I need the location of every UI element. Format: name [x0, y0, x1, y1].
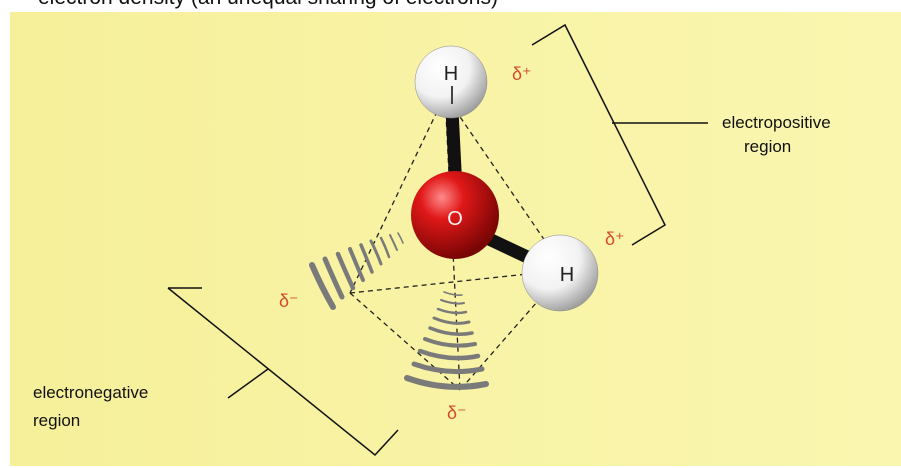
electronegative-pointer [227, 368, 269, 399]
hydrogen-atom-top [414, 45, 488, 119]
electropositive-region-label: region [744, 137, 791, 156]
delta-plus-top: δ⁺ [512, 64, 532, 84]
hydrogen-atom-right [521, 234, 599, 312]
oxygen-label: O [447, 208, 463, 230]
electropositive-bracket [531, 23, 666, 246]
delta-plus-right: δ⁺ [605, 229, 625, 249]
electropositive-label: electropositive [722, 113, 831, 132]
electronegative-region-label: region [33, 411, 80, 430]
electronegative-bracket [167, 287, 399, 457]
caption-text: electron density (an unequal sharing of … [38, 0, 498, 10]
electronegative-label: electronegative [33, 383, 148, 402]
oxygen-atom [411, 171, 499, 259]
delta-minus-bottom: δ⁻ [447, 403, 467, 423]
lone-pair-waves-left [309, 232, 404, 310]
hydrogen-top-label: H [444, 63, 458, 85]
delta-minus-left: δ⁻ [279, 291, 299, 311]
hydrogen-right-label: H [560, 264, 574, 286]
lone-pair-waves-bottom [404, 291, 489, 390]
